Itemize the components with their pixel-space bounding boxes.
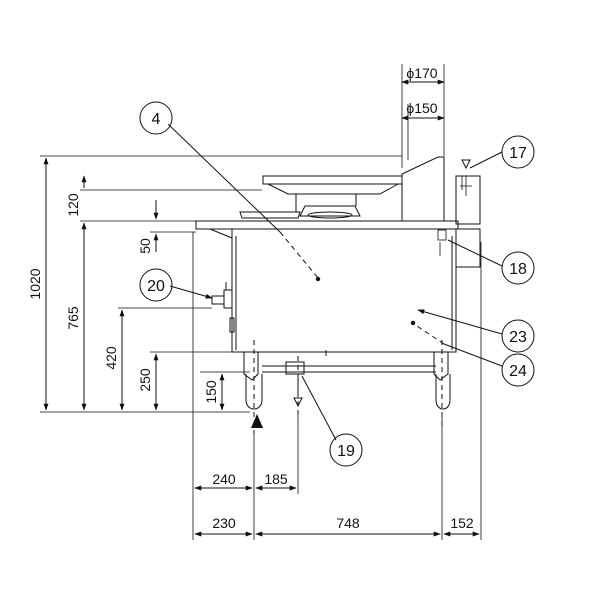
callout-20-label: 20 [147,278,165,295]
gas-inlet-arrow-icon [251,414,263,428]
callout-18-label: 18 [509,261,527,278]
top-dimensions: ϕ170 ϕ150 [401,64,445,168]
dim-150-label: 150 [203,380,219,404]
callout-17-circle [501,135,535,169]
callout-19-label: 19 [337,443,355,460]
callout-19-circle [329,433,363,467]
dim-240-label: 240 [212,471,236,487]
dim-phi170-label: ϕ170 [406,65,437,81]
callout-24-label: 24 [509,363,527,380]
dim-765-label: 765 [65,306,81,330]
callout-24-circle [501,353,535,387]
dim-420-label: 420 [103,346,119,370]
callout-23-label: 23 [509,329,527,346]
dim-152-label: 152 [450,515,474,531]
callout-4-label: 4 [152,111,161,128]
equipment-outline [195,156,481,410]
callout-18-circle [501,251,535,285]
center-lines [253,340,443,434]
callouts: 4 17 18 20 23 24 19 [139,101,535,467]
left-dimensions: 1020 765 120 50 420 250 150 [27,155,402,413]
callout-20-circle [139,268,173,302]
dim-phi150-label: ϕ150 [406,100,437,116]
bottom-dimensions: 240 185 230 748 152 [192,232,482,540]
dim-185-label: 185 [264,471,288,487]
callout-23-circle [501,319,535,353]
dim-50-label: 50 [137,238,153,254]
dim-1020-label: 1020 [27,268,43,299]
water-inlet-arrow-icon [461,159,471,170]
dim-120-label: 120 [65,193,81,217]
callout-17-label: 17 [509,145,527,162]
dim-748-label: 748 [336,515,360,531]
drain-outlet-arrow-icon [293,397,303,408]
dim-230-label: 230 [212,515,236,531]
callout-4-circle [139,101,173,135]
water-inlet-cross-icon [460,176,472,196]
dim-250-label: 250 [137,368,153,392]
